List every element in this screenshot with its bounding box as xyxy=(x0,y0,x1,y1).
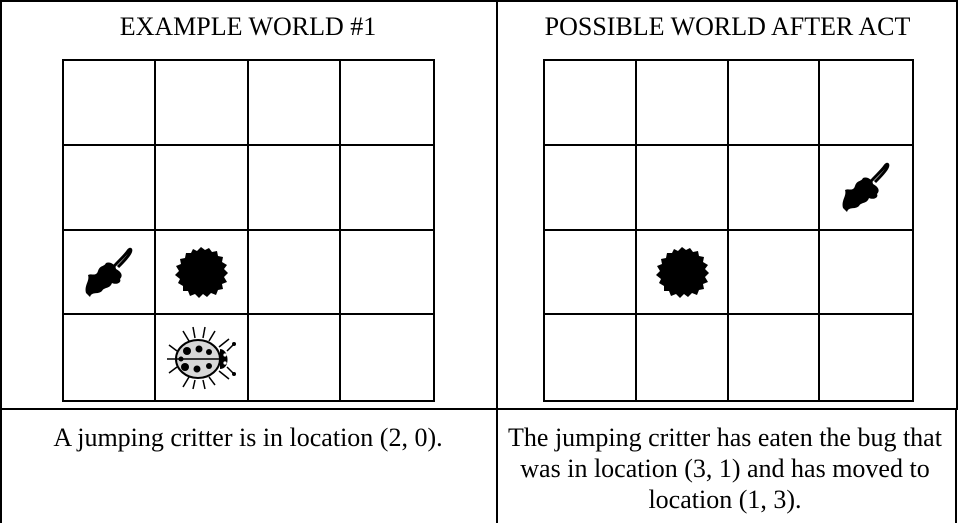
grid-cell xyxy=(341,315,433,400)
grid-cell xyxy=(248,145,341,231)
grid-cell xyxy=(156,315,249,400)
grid-cell xyxy=(820,315,912,400)
leaf-icon xyxy=(842,162,890,213)
grid-cell xyxy=(728,145,821,231)
possible-world-grid xyxy=(543,59,914,402)
rock-icon xyxy=(175,246,229,298)
grid-cell xyxy=(156,230,249,316)
frame-row-divider xyxy=(0,408,958,410)
grid-cell xyxy=(545,61,637,146)
grid-cell xyxy=(820,146,912,231)
grid-cell xyxy=(64,315,157,400)
example-world-title: EXAMPLE WORLD #1 xyxy=(119,12,377,41)
example-world-grid xyxy=(62,59,435,402)
frame-top-border xyxy=(0,0,958,2)
grid-cell xyxy=(545,145,637,231)
grid-cell xyxy=(156,61,249,146)
possible-world-title: POSSIBLE WORLD AFTER ACT xyxy=(544,12,911,41)
grid-cell xyxy=(728,230,821,316)
grid-cell xyxy=(820,231,912,316)
rock-icon xyxy=(655,246,709,298)
grid-cell xyxy=(545,315,637,400)
grid-cell xyxy=(820,61,912,146)
possible-world-caption: The jumping critter has eaten the bug th… xyxy=(508,423,942,514)
frame-middle-divider xyxy=(496,0,498,523)
grid-cell xyxy=(729,315,821,400)
grid-cell xyxy=(248,61,341,146)
grid-cell xyxy=(64,230,157,316)
grid-cell xyxy=(248,230,341,316)
grid-cell xyxy=(636,230,729,316)
frame-caption-right-edge xyxy=(955,408,957,523)
grid-cell xyxy=(636,61,729,146)
grid-cell xyxy=(64,145,157,231)
leaf-icon xyxy=(85,247,133,297)
grid-cell xyxy=(249,315,341,400)
grid-cell xyxy=(340,61,433,146)
grid-cell xyxy=(64,61,157,146)
grid-cell xyxy=(156,145,249,231)
grid-cell xyxy=(728,61,821,146)
grid-cell xyxy=(340,231,433,316)
example-world-caption: A jumping critter is in location (2, 0). xyxy=(53,423,443,452)
ladybug-icon xyxy=(167,326,237,389)
grid-cell xyxy=(636,145,729,231)
frame-right-border xyxy=(956,0,958,410)
grid-cell xyxy=(545,230,637,316)
grid-cell xyxy=(340,146,433,231)
frame-left-border xyxy=(0,0,2,523)
grid-cell xyxy=(637,315,729,400)
